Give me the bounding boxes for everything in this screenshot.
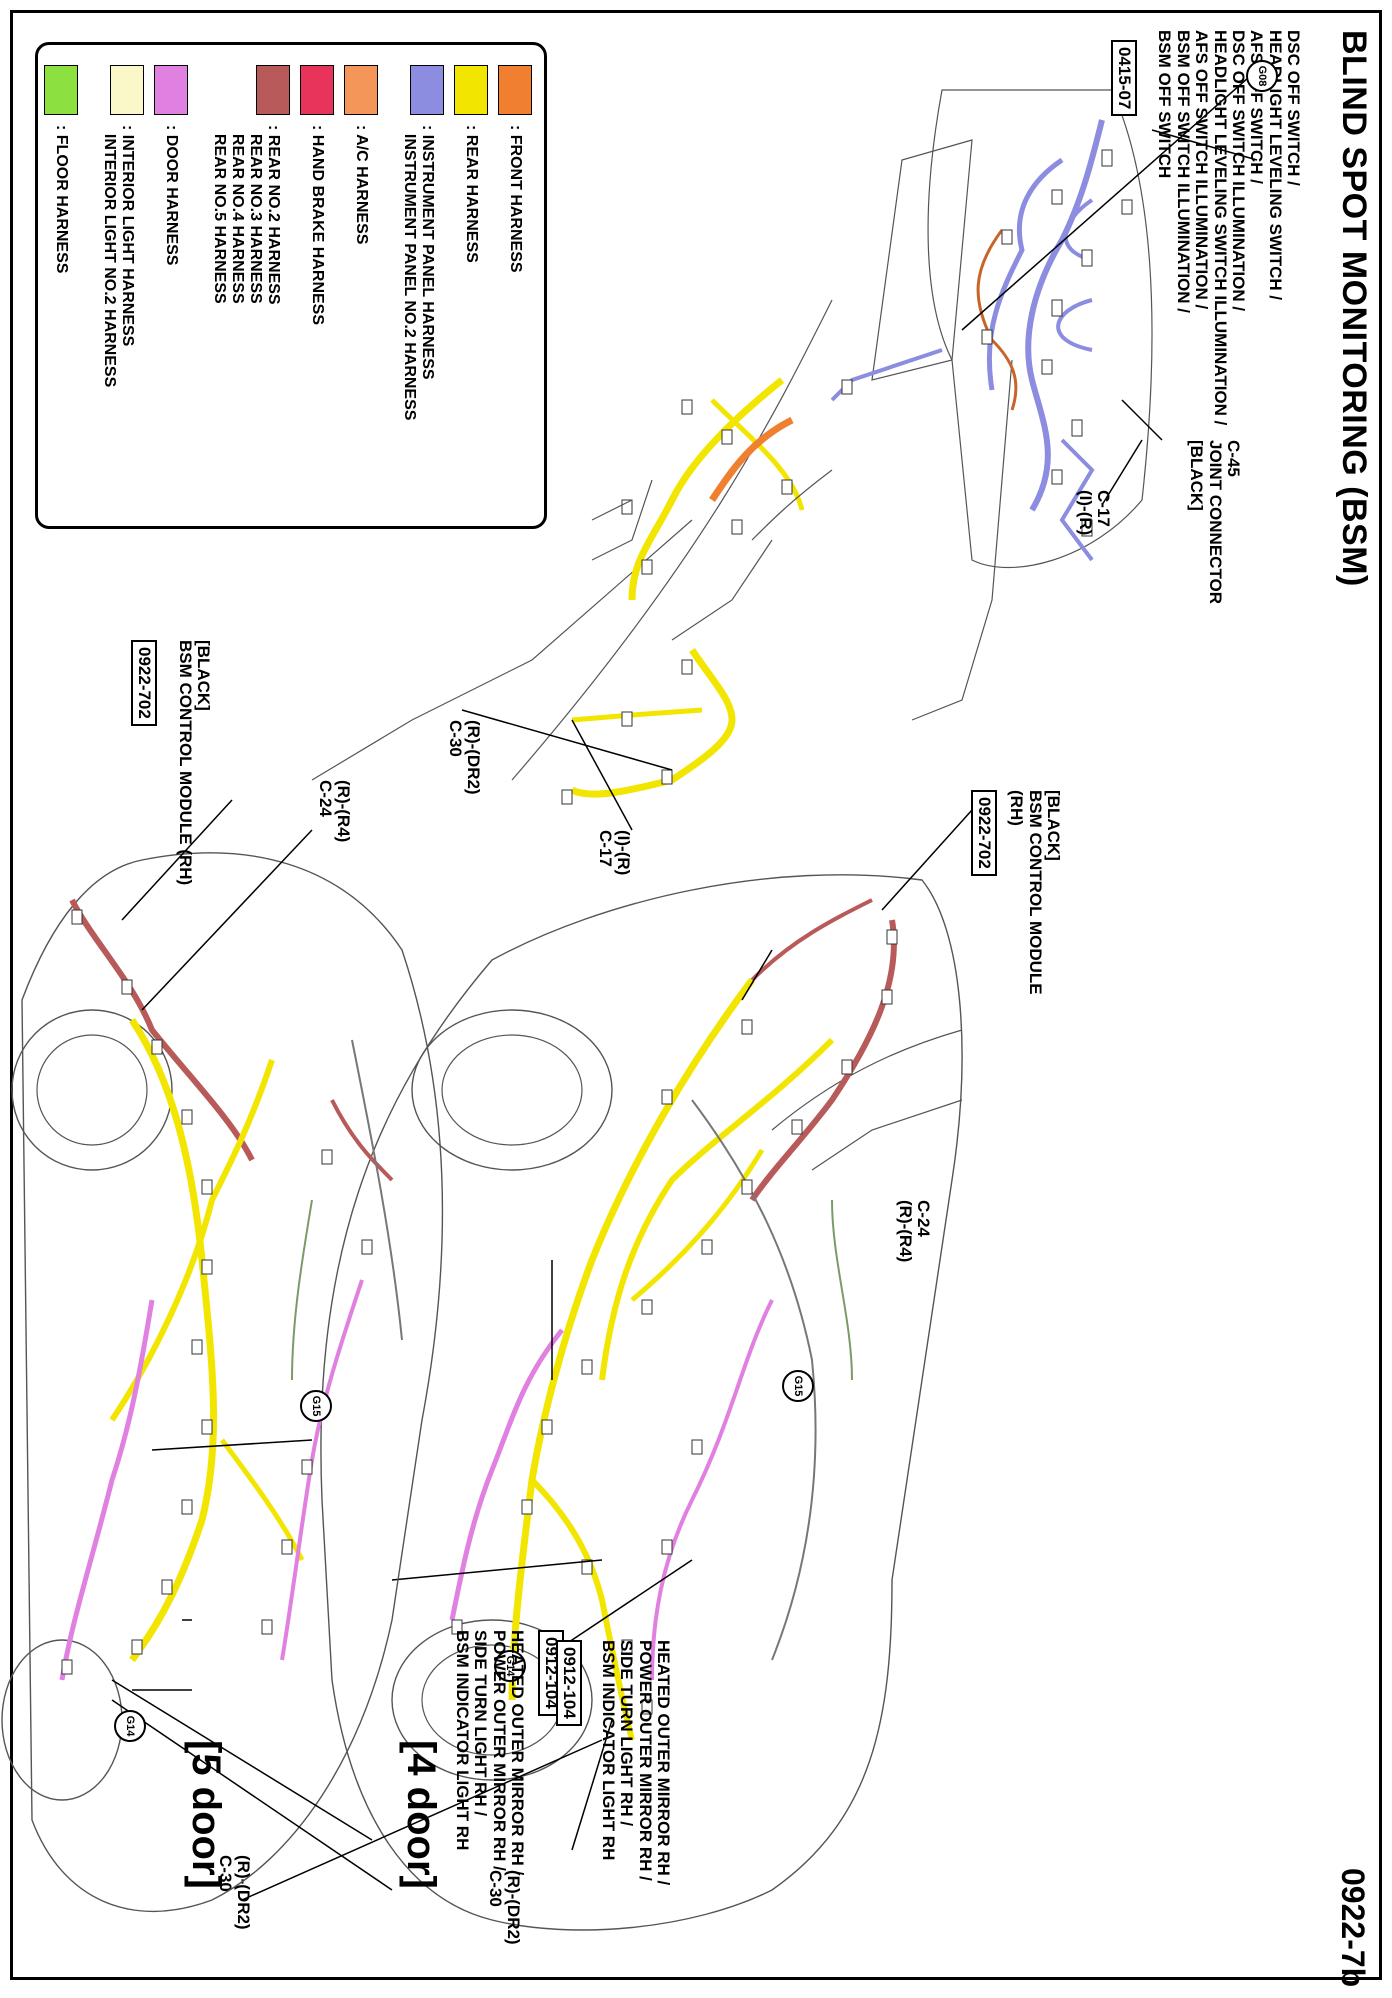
five-door-module-ref: 0922-702 (131, 640, 157, 726)
harness-color-legend: : FRONT HARNESS : REAR HARNESS : INSTRUM… (35, 42, 547, 529)
five-door-bsm-module-label: [BLACK] BSM CONTROL MODULE (RH) (175, 640, 213, 886)
legend-label-7: : INTERIOR LIGHT HARNESS INTERIOR LIGHT … (101, 125, 136, 388)
legend-label-6: : DOOR HARNESS (163, 125, 180, 266)
legend-swatch-2 (410, 65, 444, 115)
legend-label-8: : FLOOR HARNESS (53, 125, 70, 274)
legend-swatch-1 (454, 65, 488, 115)
legend-label-3: : A/C HARNESS (353, 125, 370, 245)
legend-label-5: : REAR NO.2 HARNESS REAR NO.3 HARNESS RE… (211, 125, 282, 305)
five-door-caption: [5 door] (184, 1740, 228, 1889)
legend-label-1: : REAR HARNESS (463, 125, 480, 263)
legend-label-2: : INSTRUMENT PANEL HARNESS INSTRUMENT PA… (401, 125, 436, 421)
legend-swatch-3 (344, 65, 378, 115)
five-door-c24-label: (R)-(R4) C-24 (315, 780, 353, 843)
five-door-ground-g15: G15 (300, 1390, 332, 1422)
five-door-ground-g14: G14 (114, 1710, 146, 1742)
five-door-mirror-label: HEATED OUTER MIRROR RH / POWER OUTER MIR… (598, 1640, 673, 1886)
legend-swatch-8 (44, 65, 78, 115)
legend-label-0: : FRONT HARNESS (507, 125, 524, 273)
five-door-c30-label: (R)-(DR2) C-30 (485, 1870, 523, 1945)
legend-label-4: : HAND BRAKE HARNESS (309, 125, 326, 326)
five-door-mirror-ref: 0912-104 (556, 1640, 582, 1726)
legend-swatch-5 (256, 65, 290, 115)
legend-swatch-7 (110, 65, 144, 115)
legend-swatch-6 (154, 65, 188, 115)
legend-swatch-0 (498, 65, 532, 115)
legend-swatch-4 (300, 65, 334, 115)
